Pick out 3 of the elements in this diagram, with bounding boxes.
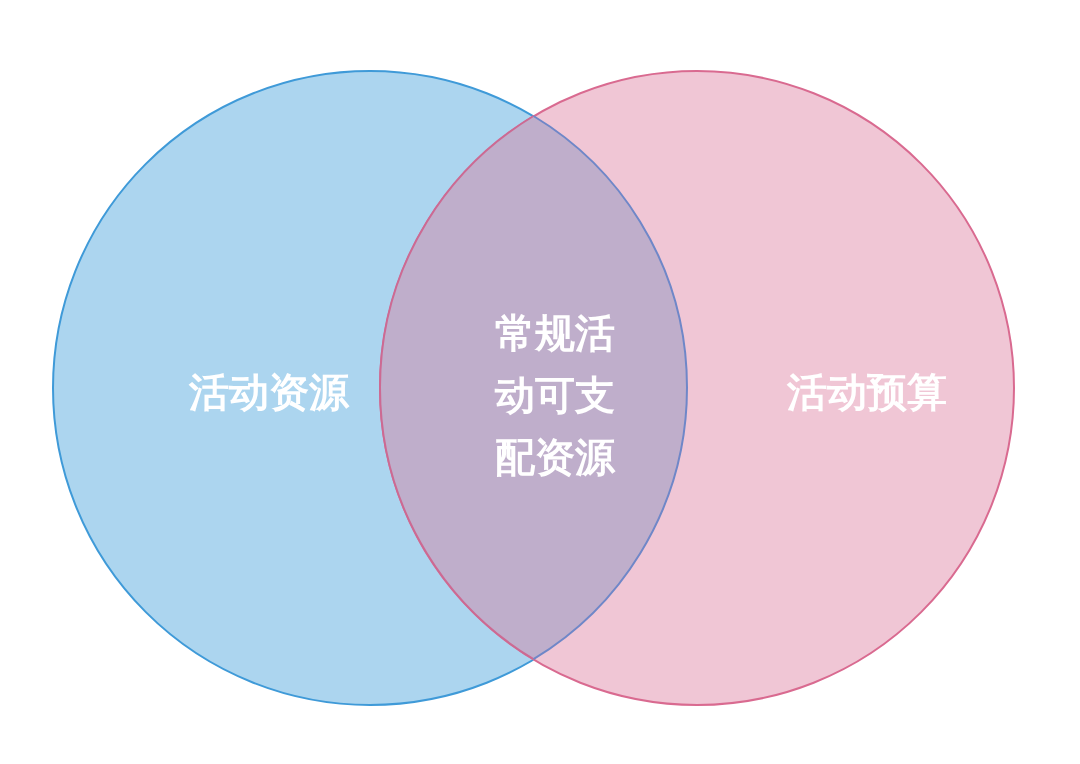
overlap-label: 常规活动可支配资源 [495,309,615,482]
circle-label: 活动资源 [189,368,349,417]
circle-label: 活动预算 [787,368,947,417]
